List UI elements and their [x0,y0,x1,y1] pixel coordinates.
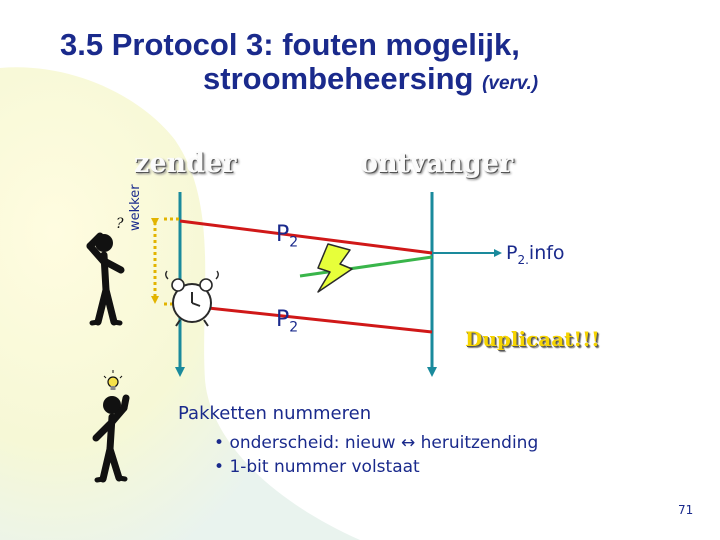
title-line-2: stroombeheersing (verv.) [60,62,620,101]
lightning-bolt-icon [317,243,353,293]
delivered-info-label: P2.info [506,242,565,267]
notes-block: Pakketten nummeren onderscheid: nieuw ↔ … [178,403,538,479]
notes-item: 1-bit nummer volstaat [214,455,538,479]
receiver-label: ontvanger [360,148,514,179]
packet-label-2: P2 [276,307,298,335]
packet-label-1: P2 [276,222,298,250]
notes-heading: Pakketten nummeren [178,403,372,424]
confused-stick-figure-icon [86,232,125,326]
notes-list: onderscheid: nieuw ↔ heruitzending 1-bit… [214,431,538,479]
info-number: 2. [517,252,529,267]
packet-2-name: P [276,307,290,332]
info-suffix: info [528,242,565,264]
ack-arrow [299,255,433,278]
packet-1-name: P [276,222,290,247]
slide-title: 3.5 Protocol 3: fouten mogelijk, stroomb… [60,28,620,101]
packet-2-number: 2 [289,319,299,336]
packet-1-number: 2 [289,234,299,251]
title-line-2-text: stroombeheersing [203,61,474,96]
idea-stick-figure-icon [92,394,130,483]
duplicate-label: Duplicaat!!! [465,327,600,351]
alarm-clock-icon [165,270,219,327]
data-packet-arrow-1 [179,219,433,255]
slide-number: 71 [678,503,694,517]
lightbulb-icon [103,370,123,390]
title-line-1: 3.5 Protocol 3: fouten mogelijk, [60,27,520,62]
sender-label: zender [134,148,237,179]
data-packet-arrow-2 [179,303,433,334]
notes-item: onderscheid: nieuw ↔ heruitzending [214,431,538,455]
question-mark-glyph: ? [116,216,124,232]
title-suffix: (verv.) [482,73,539,94]
info-name: P [506,242,518,264]
timer-label: wekker [128,184,143,231]
